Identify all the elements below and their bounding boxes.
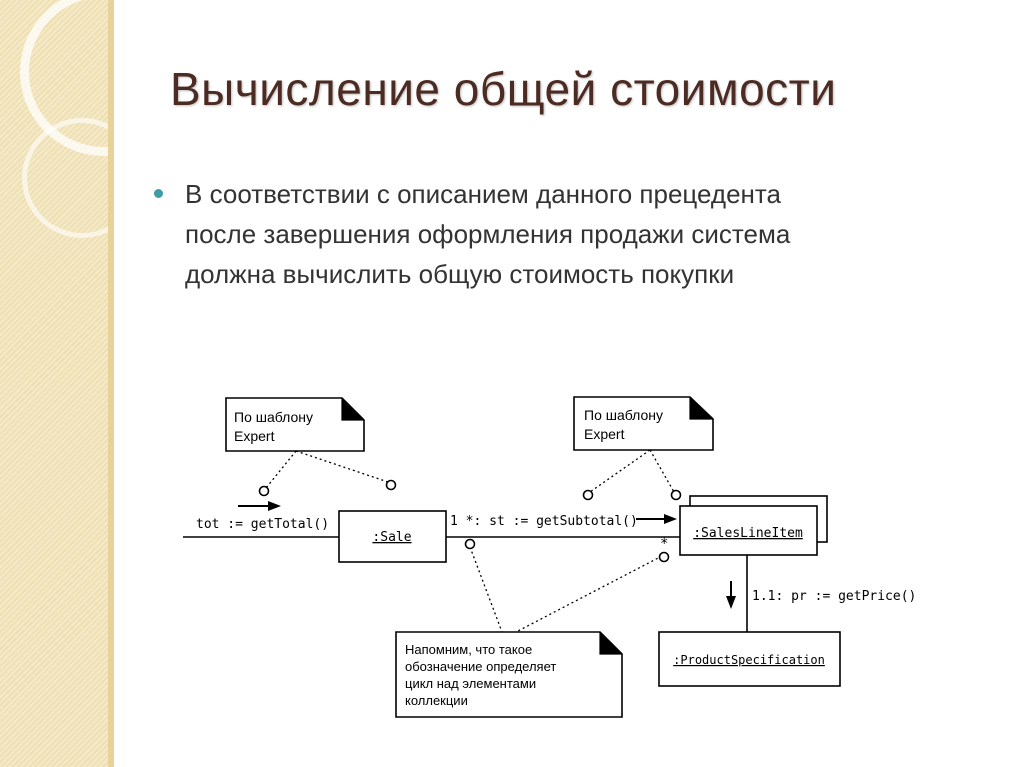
object-sale: :Sale — [338, 510, 447, 563]
note-bottom-line: Напомним, что такое — [405, 642, 532, 657]
object-sales-line-item-label: :SalesLineItem — [693, 526, 803, 541]
object-product-specification-label: :ProductSpecification — [673, 653, 825, 667]
note-left: По шаблону Expert — [225, 397, 365, 452]
bullet-text: В соответствии с описанием данного преце… — [185, 174, 975, 294]
note-connectors — [265, 449, 675, 633]
note-right-line: По шаблону — [584, 407, 663, 423]
note-left-line: Expert — [234, 428, 275, 444]
message-get-total: tot := getTotal() — [196, 517, 329, 532]
slide-title: Вычисление общей стоимости — [170, 63, 837, 115]
note-left-line: По шаблону — [234, 409, 313, 425]
decorative-ring — [22, 118, 112, 238]
message-arrow — [238, 501, 281, 511]
message-get-price: 1.1: pr := getPrice() — [752, 589, 916, 604]
object-sale-label: :Sale — [372, 530, 411, 545]
message-arrow — [636, 514, 677, 524]
object-sales-line-item: :SalesLineItem — [679, 495, 828, 556]
bullet-line: после завершения оформления продажи сист… — [185, 219, 791, 249]
note-bottom-line: обозначение определяет — [405, 659, 556, 674]
note-bottom: Напомним, что такое обозначение определя… — [395, 631, 623, 718]
note-bottom-line: коллекции — [405, 693, 468, 708]
object-product-specification: :ProductSpecification — [658, 631, 841, 687]
message-get-subtotal: 1 *: st := getSubtotal() — [450, 514, 638, 529]
message-arrow — [726, 581, 736, 609]
note-bottom-line: цикл над элементами — [405, 676, 536, 691]
multiplicity-star: * — [660, 536, 668, 552]
decorative-sidebar — [0, 0, 112, 767]
sidebar-edge — [108, 0, 114, 767]
bullet-line: должна вычислить общую стоимость покупки — [185, 259, 735, 289]
connector-endpoints — [258, 479, 682, 563]
note-right-line: Expert — [584, 426, 625, 442]
note-right: По шаблону Expert — [573, 396, 714, 451]
bullet-icon — [154, 189, 163, 198]
bullet-line: В соответствии с описанием данного преце… — [185, 179, 781, 209]
